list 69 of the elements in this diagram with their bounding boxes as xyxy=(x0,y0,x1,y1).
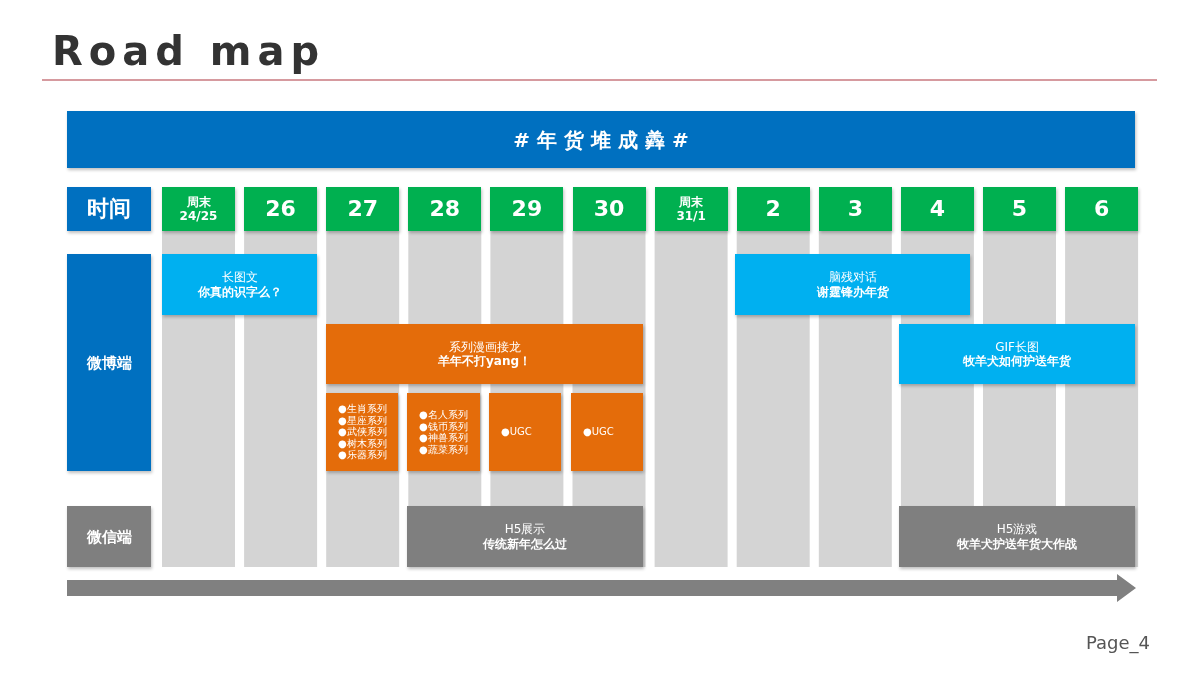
list-item: ●树木系列 xyxy=(338,437,387,449)
node-label: H5展示 xyxy=(504,522,546,537)
series-card xyxy=(489,393,561,471)
node-label: 周末 xyxy=(679,194,704,209)
node-label: 2 xyxy=(765,195,781,223)
node-label: 28 xyxy=(429,195,461,223)
node-subtitle: 谢霆锋办年货 xyxy=(816,284,889,299)
task-bar xyxy=(407,506,643,567)
title-banner xyxy=(67,111,1135,168)
node-subtitle: 牧羊犬如何护送年货 xyxy=(963,354,1071,369)
node-label: 长图文 xyxy=(221,270,258,285)
task-bar xyxy=(899,324,1135,384)
list-item: ●乐器系列 xyxy=(338,449,387,461)
series-card xyxy=(571,393,643,471)
date-header xyxy=(408,187,482,231)
series-card xyxy=(326,393,398,471)
list-item: ●武侠系列 xyxy=(338,426,387,438)
node-label: 3 xyxy=(847,195,863,223)
node-label: 系列漫画接龙 xyxy=(448,339,521,354)
node-label: # 年 货 堆 成 羴 # xyxy=(513,127,689,152)
date-header xyxy=(490,187,564,231)
node-label: GIF长图 xyxy=(995,339,1039,354)
list-item: ●UGC xyxy=(501,426,532,438)
page-number: Page_4 xyxy=(1085,632,1150,653)
node-label: 时间 xyxy=(87,195,131,223)
list-item: ●UGC xyxy=(583,426,614,438)
date-header xyxy=(818,187,892,231)
task-bar xyxy=(162,254,317,315)
list-item: ●生肖系列 xyxy=(338,403,387,415)
task-bar xyxy=(326,324,643,384)
node-label: H5游戏 xyxy=(996,522,1038,537)
date-header xyxy=(654,187,728,231)
node-subtitle: 牧羊犬护送年货大作战 xyxy=(957,536,1077,551)
node-label: 周末 xyxy=(186,194,211,209)
task-bar xyxy=(899,506,1135,567)
row-header xyxy=(67,254,151,471)
node-subtitle: 传统新年怎么过 xyxy=(483,536,567,551)
list-item: ●星座系列 xyxy=(338,414,387,426)
date-header xyxy=(900,187,974,231)
node-label: 4 xyxy=(929,195,946,223)
node-subtitle: 你真的识字么？ xyxy=(197,284,282,299)
node-label: 脑残对话 xyxy=(828,270,877,285)
node-label: 6 xyxy=(1093,195,1110,223)
list-item: ●钱币系列 xyxy=(419,420,468,432)
node-subtitle: 24/25 xyxy=(179,209,218,224)
date-header xyxy=(572,187,646,231)
series-card xyxy=(407,393,480,471)
date-header xyxy=(1065,187,1139,231)
task-bar xyxy=(735,254,970,315)
date-header xyxy=(162,187,235,231)
date-header xyxy=(736,187,810,231)
node-label: 29 xyxy=(511,195,543,223)
node-label: 微博端 xyxy=(86,353,132,372)
node-label: 5 xyxy=(1011,195,1028,223)
page-title: Road map xyxy=(52,28,326,74)
header-cell xyxy=(67,187,151,231)
node-subtitle: 31/1 xyxy=(676,209,706,224)
node-label: 27 xyxy=(347,195,378,223)
list-item: ●名人系列 xyxy=(419,409,468,421)
row-header xyxy=(67,506,151,567)
date-header xyxy=(983,187,1056,231)
node-subtitle: 羊年不打yang！ xyxy=(437,354,532,369)
node-label: 26 xyxy=(265,195,296,223)
node-label: 30 xyxy=(593,195,625,223)
date-header xyxy=(326,187,400,231)
date-header xyxy=(244,187,318,231)
list-item: ●神兽系列 xyxy=(419,432,468,444)
list-item: ●蔬菜系列 xyxy=(419,443,468,455)
node-label: 微信端 xyxy=(86,527,132,546)
